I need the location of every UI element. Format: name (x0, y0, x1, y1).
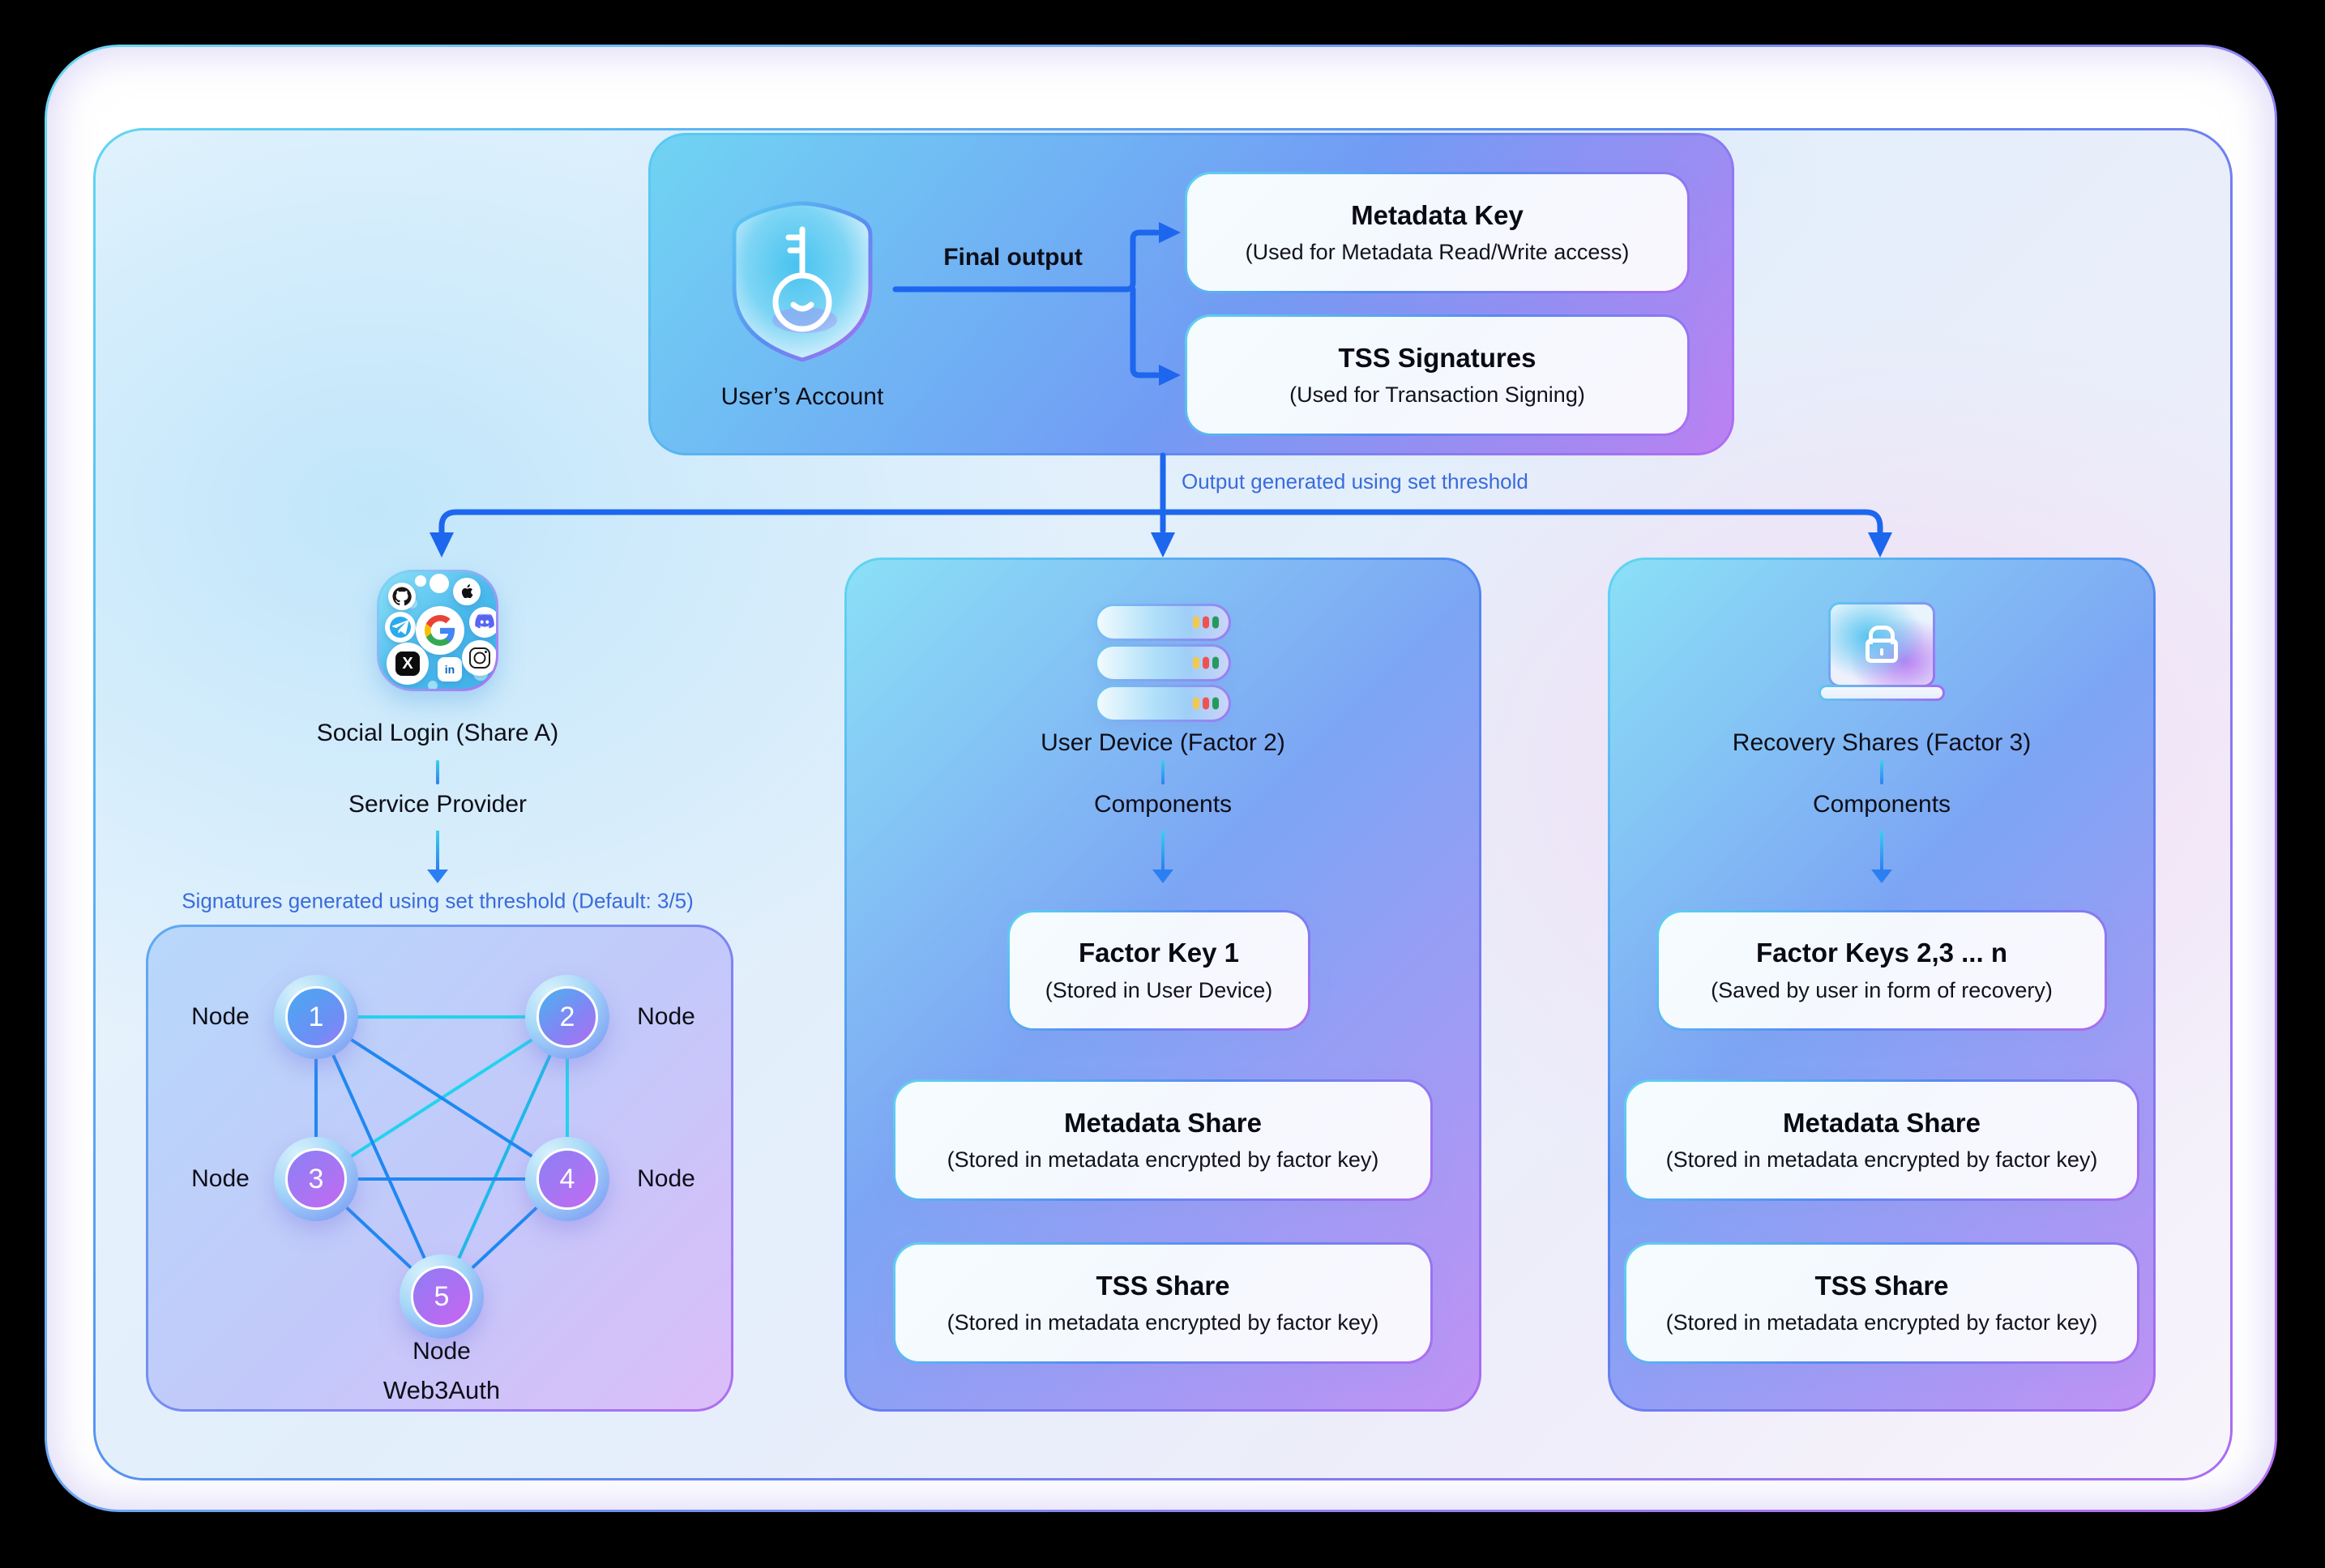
discord-icon (469, 607, 496, 638)
factor-keys-n-card: Factor Keys 2,3 ... n (Saved by user in … (1656, 910, 2107, 1031)
instagram-glyph (469, 647, 490, 669)
node-2: 2 (525, 975, 609, 1059)
node-5: 5 (400, 1254, 484, 1339)
social-login-label: Social Login (Share A) (316, 720, 559, 746)
metadata-key-subtitle: (Used for Metadata Read/Write access) (1245, 240, 1630, 265)
google-icon (416, 606, 464, 655)
node-4-label: Node (637, 1165, 695, 1192)
device-tss-share-title: TSS Share (1096, 1270, 1230, 1301)
web3auth-caption: Web3Auth (383, 1376, 501, 1404)
device-components-label: Components (1093, 791, 1233, 818)
recovery-metadata-share-subtitle: (Stored in metadata encrypted by factor … (1665, 1147, 2098, 1173)
final-output-connector (892, 229, 1160, 378)
arrowhead-social (430, 532, 454, 558)
recovery-metadata-share-title: Metadata Share (1783, 1107, 1981, 1138)
server-rack-3 (1095, 685, 1231, 722)
device-metadata-share-card: Metadata Share (Stored in metadata encry… (893, 1079, 1433, 1201)
user-device-label: User Device (Factor 2) (1041, 729, 1285, 756)
factor-keys-n-title: Factor Keys 2,3 ... n (1756, 938, 2007, 968)
recovery-metadata-share-card: Metadata Share (Stored in metadata encry… (1624, 1079, 2139, 1201)
tss-signatures-card: TSS Signatures (Used for Transaction Sig… (1185, 314, 1690, 436)
device-down-arrow (1161, 831, 1165, 869)
laptop-base (1819, 685, 1945, 701)
threshold-distributor (438, 452, 1883, 536)
shield-key-icon (732, 201, 873, 362)
linkedin-glyph: in (441, 660, 459, 678)
decor-dot (428, 681, 438, 689)
decor-dot (430, 574, 449, 593)
service-provider-label: Service Provider (348, 791, 528, 818)
device-tss-share-card: TSS Share (Stored in metadata encrypted … (893, 1242, 1433, 1364)
recovery-tss-share-subtitle: (Stored in metadata encrypted by factor … (1665, 1310, 2098, 1335)
decor-dot (415, 575, 426, 587)
telegram-icon (385, 612, 416, 643)
device-tss-share-subtitle: (Stored in metadata encrypted by factor … (947, 1310, 1379, 1335)
device-connector-line (1161, 760, 1165, 784)
linkedin-icon: in (438, 657, 462, 681)
node-1-number: 1 (285, 986, 347, 1048)
recovery-connector-line (1880, 760, 1883, 784)
node-1: 1 (274, 975, 358, 1059)
server-icon (1095, 604, 1231, 725)
metadata-key-card: Metadata Key (Used for Metadata Read/Wri… (1185, 172, 1690, 293)
distribution-note: Output generated using set threshold (1182, 469, 1528, 493)
recovery-tss-share-card: TSS Share (Stored in metadata encrypted … (1624, 1242, 2139, 1364)
social-login-icon: X in (377, 570, 498, 691)
recovery-components-label: Components (1812, 791, 1951, 818)
social-down-arrow (436, 831, 439, 869)
node-2-number: 2 (536, 986, 598, 1048)
social-connector-line (436, 760, 439, 784)
apple-icon (453, 578, 481, 605)
server-rack-1 (1095, 604, 1231, 641)
factor-key-1-subtitle: (Stored in User Device) (1045, 977, 1273, 1002)
node-3-number: 3 (285, 1148, 347, 1210)
node-1-label: Node (191, 1003, 250, 1030)
arrowhead-metadata-key (1159, 222, 1181, 243)
node-5-number: 5 (411, 1266, 472, 1327)
node-3-label: Node (191, 1165, 250, 1192)
arrowhead-recovery (1868, 532, 1892, 558)
node-3: 3 (274, 1137, 358, 1221)
node-mesh-edges (314, 1015, 569, 1298)
server-rack-2 (1095, 644, 1231, 681)
x-icon: X (387, 643, 429, 685)
factor-key-1-title: Factor Key 1 (1078, 938, 1240, 968)
lock-icon (1866, 638, 1898, 663)
factor-key-1-card: Factor Key 1 (Stored in User Device) (1007, 910, 1310, 1031)
recovery-shares-label: Recovery Shares (Factor 3) (1732, 729, 2032, 756)
arrowhead-tss-signatures (1159, 365, 1181, 386)
social-threshold-note: Signatures generated using set threshold… (182, 888, 694, 913)
laptop-screen (1828, 602, 1935, 687)
node-2-label: Node (637, 1003, 695, 1030)
recovery-laptop-icon (1819, 602, 1945, 701)
github-icon (388, 583, 416, 610)
node-5-label: Node (412, 1338, 471, 1365)
device-metadata-share-title: Metadata Share (1064, 1107, 1262, 1138)
recovery-tss-share-title: TSS Share (1814, 1270, 1949, 1301)
final-output-label: Final output (943, 244, 1083, 271)
metadata-key-title: Metadata Key (1351, 199, 1524, 230)
recovery-down-arrow (1880, 831, 1883, 869)
user-account-label: User’s Account (720, 383, 884, 410)
tss-signatures-title: TSS Signatures (1338, 342, 1536, 373)
tss-signatures-subtitle: (Used for Transaction Signing) (1289, 382, 1585, 408)
instagram-icon (462, 640, 496, 676)
node-4: 4 (525, 1137, 609, 1221)
device-metadata-share-subtitle: (Stored in metadata encrypted by factor … (947, 1147, 1379, 1173)
x-glyph: X (395, 652, 420, 676)
node-4-number: 4 (536, 1148, 598, 1210)
factor-keys-n-subtitle: (Saved by user in form of recovery) (1711, 977, 2053, 1002)
arrowhead-device (1151, 532, 1175, 558)
